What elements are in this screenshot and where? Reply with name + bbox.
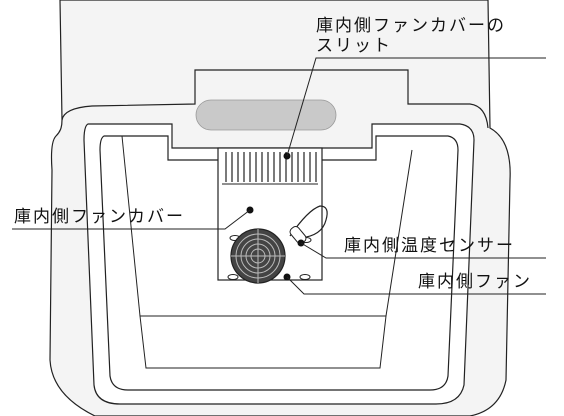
leader-fan xyxy=(286,276,546,295)
panel-hole-bl xyxy=(227,274,239,280)
floor-line-right xyxy=(385,149,413,317)
leader-cover xyxy=(12,209,251,230)
floor-line-left xyxy=(121,135,141,317)
leader-sensor xyxy=(300,242,546,259)
compartment-floor xyxy=(139,315,387,369)
lid-rim xyxy=(61,69,489,129)
panel-hole-br xyxy=(299,274,311,280)
label-fan: 庫内側ファン xyxy=(418,272,532,292)
fan-icon xyxy=(230,228,286,284)
label-fan-cover: 庫内側ファンカバー xyxy=(14,207,185,227)
handle-recess xyxy=(195,99,337,131)
leader-slit xyxy=(286,57,546,157)
compartment-inner-wall xyxy=(99,135,459,391)
label-fan-cover-slit-line2: スリット xyxy=(316,36,392,56)
label-temp-sensor: 庫内側温度センサー xyxy=(344,236,515,256)
label-fan-cover-slit-line1: 庫内側ファンカバーの xyxy=(316,16,506,36)
sensor-cable xyxy=(289,205,328,239)
fan-cover-slits xyxy=(222,152,318,185)
